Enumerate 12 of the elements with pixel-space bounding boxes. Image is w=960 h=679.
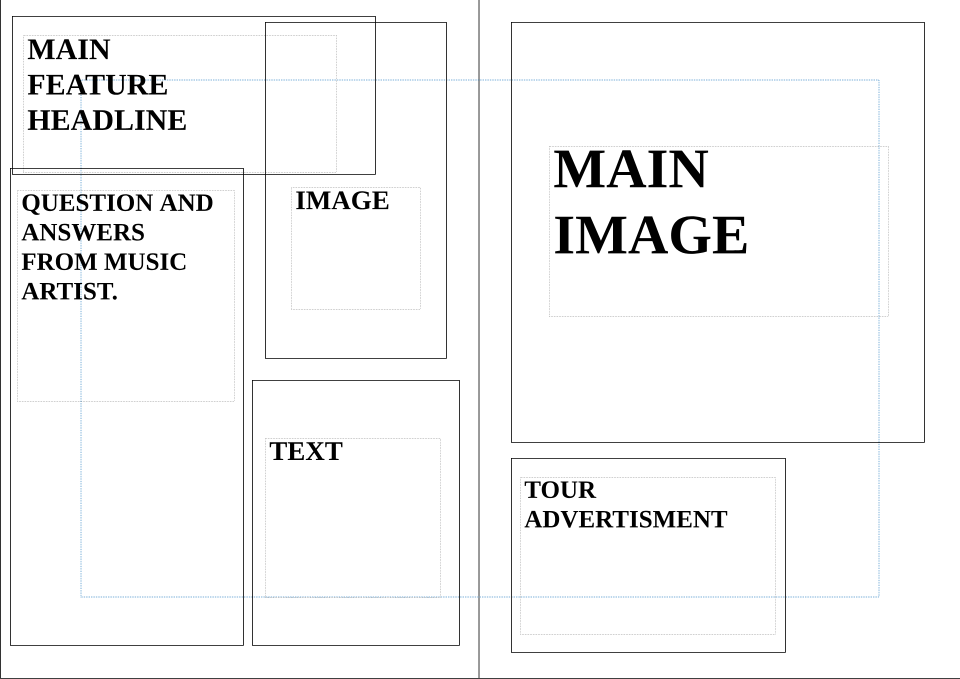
text-box: MAIN FEATURE HEADLINE bbox=[23, 34, 337, 173]
text-box: MAIN IMAGE bbox=[549, 146, 889, 317]
frame-box bbox=[12, 16, 376, 175]
frame-box bbox=[252, 380, 460, 646]
text-box: QUESTION AND ANSWERS FROM MUSIC ARTIST. bbox=[17, 190, 235, 402]
frame-box bbox=[10, 168, 244, 646]
frame-box bbox=[511, 22, 925, 443]
text-box: IMAGE bbox=[291, 186, 421, 310]
text-box: TEXT bbox=[265, 438, 441, 598]
frame-box bbox=[511, 458, 786, 653]
text-box: TOUR ADVERTISMENT bbox=[520, 476, 776, 635]
frame-box bbox=[265, 22, 447, 359]
